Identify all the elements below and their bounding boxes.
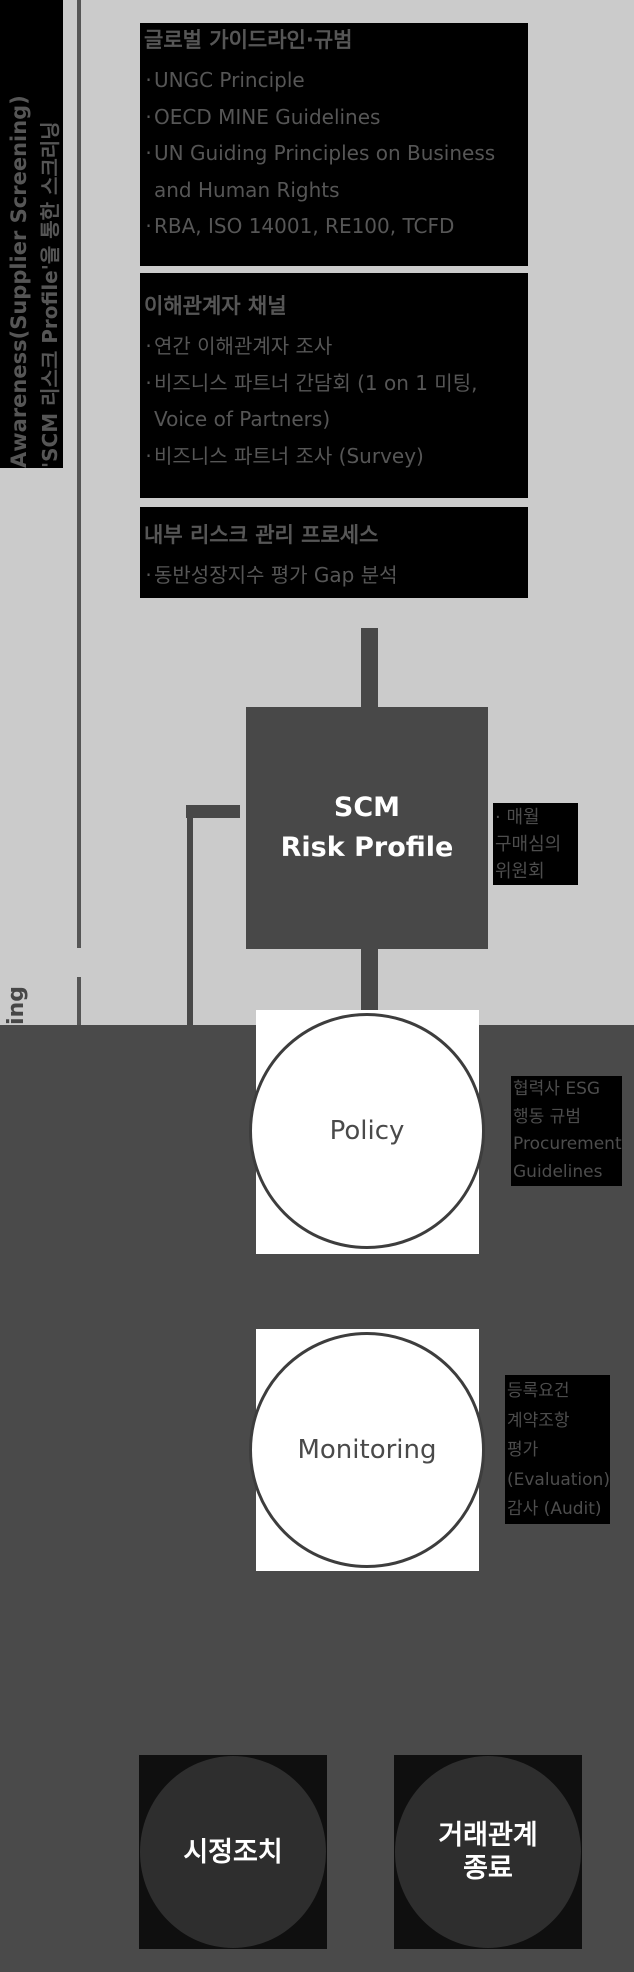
rail-divider-line-lower: [77, 977, 81, 1025]
connector-elbow-vertical: [187, 818, 193, 1025]
note-line: 협력사 ESG: [513, 1079, 601, 1099]
internal-risk-process-box: 내부 리스크 관리 프로세스 ·동반성장지수 평가 Gap 분석: [140, 507, 528, 598]
bullet-dot: ·: [145, 370, 152, 395]
corrective-action-circle: 시정조치: [140, 1756, 326, 1948]
bullet-text: 비즈니스 파트너 조사 (Survey): [154, 443, 424, 468]
note-line: · 매월: [495, 807, 540, 828]
bullet-line: Voice of Partners): [140, 401, 528, 438]
note-line: 구매심의: [495, 834, 562, 855]
bullet-text: 연간 이해관계자 조사: [154, 334, 333, 358]
rail-label-ko: 'SCM 리스크 Profile'을 통한 스크리닝: [37, 121, 62, 468]
bullet-dot: ·: [145, 334, 152, 358]
bullet-line: ·비즈니스 파트너 조사 (Survey): [140, 438, 528, 475]
note-line: 행동 규범: [513, 1106, 581, 1127]
bullet-line: ·UNGC Principle: [140, 62, 528, 99]
bullet-list: ·연간 이해관계자 조사·비즈니스 파트너 간담회 (1 on 1 미팅,Voi…: [140, 328, 528, 474]
bullet-list: ·동반성장지수 평가 Gap 분석: [140, 557, 528, 594]
scm-risk-profile-node: SCM Risk Profile: [246, 707, 488, 949]
bullet-line: and Human Rights: [140, 172, 528, 209]
outcome-label-line: 종료: [463, 1853, 513, 1884]
box-title: 이해관계자 채널: [144, 294, 287, 318]
bullet-line: ·OECD MINE Guidelines: [140, 99, 528, 136]
bullet-dot: ·: [145, 563, 152, 587]
stakeholder-channels-box: 이해관계자 채널 ·연간 이해관계자 조사·비즈니스 파트너 간담회 (1 on…: [140, 273, 528, 498]
rail-label-en: Awareness(Supplier Screening): [7, 95, 31, 468]
bullet-text: OECD MINE Guidelines: [154, 104, 381, 129]
connector-elbow-horizontal: [186, 805, 240, 818]
bullet-dot: ·: [145, 443, 152, 468]
connector-bottom: [361, 949, 378, 1011]
monitoring-circle: Monitoring: [249, 1332, 485, 1568]
outcome-label-line: 시정조치: [183, 1836, 283, 1868]
corrective-action-tile: 시정조치: [139, 1755, 327, 1949]
bullet-text: Voice of Partners): [154, 407, 331, 431]
bullet-list: ·UNGC Principle·OECD MINE Guidelines·UN …: [140, 62, 528, 245]
box-title: 내부 리스크 관리 프로세스: [144, 523, 379, 547]
bullet-text: RBA, ISO 14001, RE100, TCFD: [154, 214, 455, 238]
scm-node-line2: Risk Profile: [280, 832, 454, 863]
note-line: 평가: [507, 1440, 539, 1460]
bullet-dot: ·: [145, 214, 152, 238]
bullet-text: 비즈니스 파트너 간담회 (1 on 1 미팅,: [154, 370, 478, 395]
bullet-line: ·UN Guiding Principles on Business: [140, 135, 528, 172]
bullet-dot: ·: [145, 141, 152, 165]
bullet-text: UNGC Principle: [154, 68, 305, 92]
note-line: 감사 (Audit): [507, 1499, 602, 1519]
note-line: (Evaluation): [507, 1469, 610, 1490]
outcome-label-line: 거래관계: [438, 1820, 538, 1851]
bullet-text: UN Guiding Principles on Business: [154, 141, 496, 165]
connector-top: [361, 628, 378, 707]
bullet-dot: ·: [145, 104, 152, 129]
note-line: 등록요건: [507, 1381, 570, 1401]
bullet-line: ·비즈니스 파트너 간담회 (1 on 1 미팅,: [140, 365, 528, 402]
note-line: 위원회: [495, 861, 545, 882]
note-line: Guidelines: [513, 1161, 603, 1182]
bullet-line: ·RBA, ISO 14001, RE100, TCFD: [140, 208, 528, 245]
note-line: 계약조항: [507, 1410, 570, 1431]
policy-circle: Policy: [249, 1013, 485, 1249]
bullet-line: ·연간 이해관계자 조사: [140, 328, 528, 365]
bullet-line: ·동반성장지수 평가 Gap 분석: [140, 557, 528, 594]
bullet-dot: ·: [145, 68, 152, 92]
box-title: 글로벌 가이드라인·규범: [144, 28, 353, 52]
scm-node-line1: SCM: [333, 792, 401, 823]
bullet-text: 동반성장지수 평가 Gap 분석: [154, 563, 398, 587]
guidelines-box: 글로벌 가이드라인·규범 ·UNGC Principle·OECD MINE G…: [140, 23, 528, 266]
clipped-section-label: ing: [3, 986, 29, 1025]
bullet-text: and Human Rights: [154, 177, 340, 202]
monitoring-label: Monitoring: [297, 1435, 437, 1465]
section-rail: [0, 0, 63, 468]
rail-divider-line: [77, 0, 81, 948]
policy-label: Policy: [329, 1116, 405, 1146]
note-line: Procurement: [513, 1134, 622, 1154]
